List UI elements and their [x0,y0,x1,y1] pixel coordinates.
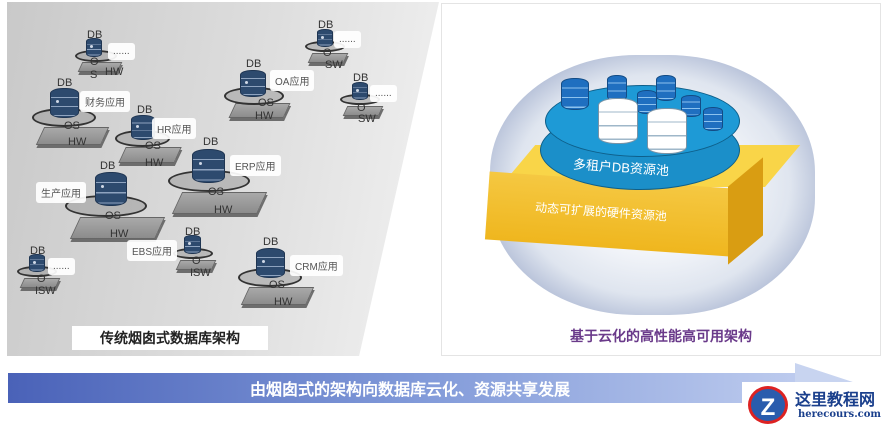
hw-label: ISW [35,285,56,297]
watermark-name: 这里教程网 [795,390,876,409]
database-icon [352,82,368,100]
db-label: DB [30,245,46,257]
db-label: DB [203,136,219,148]
database-icon [647,108,687,154]
app-label: ...... [370,85,397,102]
app-label: ...... [48,258,75,275]
app-label: ...... [334,31,361,48]
os-label: S [90,69,98,81]
os-label: OS [208,186,224,198]
os-label: OS [64,120,80,132]
database-icon [240,70,266,97]
db-label: DB [57,77,73,89]
hw-label: SW [325,59,343,71]
traditional-architecture-title: 传统烟囱式数据库架构 [72,326,268,350]
os-label: O [192,255,201,267]
app-label: EBS应用 [127,240,178,261]
watermark-logo-icon: Z [748,386,788,424]
database-icon [317,29,333,47]
os-label: O [37,273,46,285]
os-label: OS [145,140,161,152]
database-icon [184,235,201,254]
database-icon [131,115,155,140]
database-icon [681,95,701,117]
database-icon [561,78,589,110]
hw-label: HW [255,110,274,122]
os-label: O [357,102,366,114]
hw-label: ISW [190,267,211,279]
os-label: OS [105,210,121,222]
hw-label: HW [274,296,293,308]
os-label: O [90,56,99,68]
database-icon [656,75,676,101]
hw-label: HW [68,136,87,148]
db-label: DB [185,226,201,238]
cloud-architecture-title: 基于云化的高性能高可用架构 [570,328,752,344]
db-label: DB [318,19,334,31]
database-icon [256,248,285,278]
db-label: DB [353,72,369,84]
os-label: OS [258,97,274,109]
database-icon [50,88,79,118]
app-label: OA应用 [270,70,315,91]
db-label: DB [87,29,103,41]
watermark: Z 这里教程网 herecours.com [742,382,889,427]
app-label: ERP应用 [230,155,281,176]
hw-label: HW [105,66,124,78]
database-icon [29,254,45,272]
db-label: DB [100,160,116,172]
evolution-arrow [8,373,798,403]
hw-label: HW [110,228,129,240]
app-label: ...... [108,43,135,60]
db-label: DB [137,104,153,116]
app-label: 生产应用 [36,182,86,203]
db-label: DB [263,236,279,248]
watermark-url: herecours.com [798,409,882,420]
os-label: O [323,47,332,59]
evolution-text: 由烟囱式的架构向数据库云化、资源共享发展 [249,382,570,399]
database-icon [598,98,638,144]
database-icon [192,149,225,183]
db-label: DB [246,58,262,70]
hw-label: HW [145,157,164,169]
os-label: OS [269,279,285,291]
database-icon [86,38,102,57]
hw-label: HW [214,204,233,216]
app-label: 财务应用 [80,91,130,112]
app-label: HR应用 [152,118,197,139]
app-label: CRM应用 [290,255,343,276]
database-icon [95,172,127,206]
database-icon [703,107,723,131]
hw-label: SW [358,113,376,125]
